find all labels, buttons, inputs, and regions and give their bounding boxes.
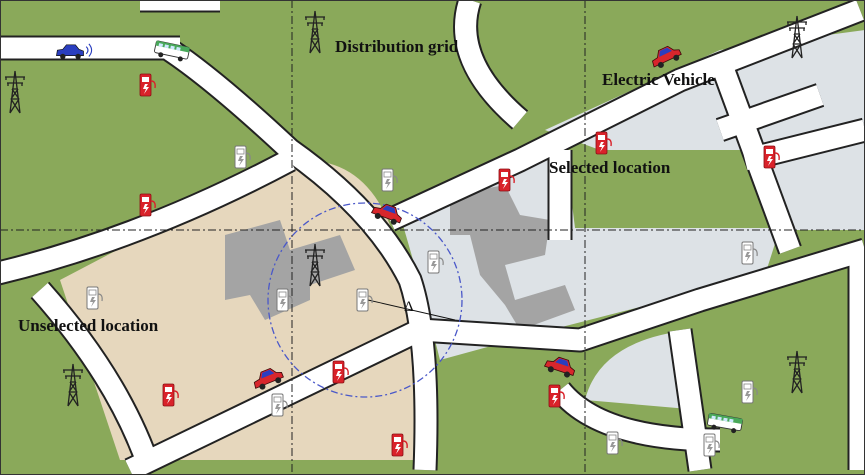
building-selected bbox=[450, 185, 575, 330]
selected-zone-upper bbox=[545, 30, 865, 230]
label-electric-vehicle: Electric Vehicle bbox=[602, 70, 715, 89]
label-selected-location: Selected location bbox=[549, 158, 671, 177]
label-delta: Δ bbox=[404, 299, 414, 315]
coverage-circle bbox=[267, 202, 463, 398]
electric-car-icon bbox=[56, 43, 93, 60]
label-distribution-grid: Distribution grid bbox=[335, 37, 459, 56]
label-unselected-location: Unselected location bbox=[18, 316, 159, 335]
building-unselected bbox=[225, 220, 355, 320]
radius-line bbox=[367, 299, 456, 321]
